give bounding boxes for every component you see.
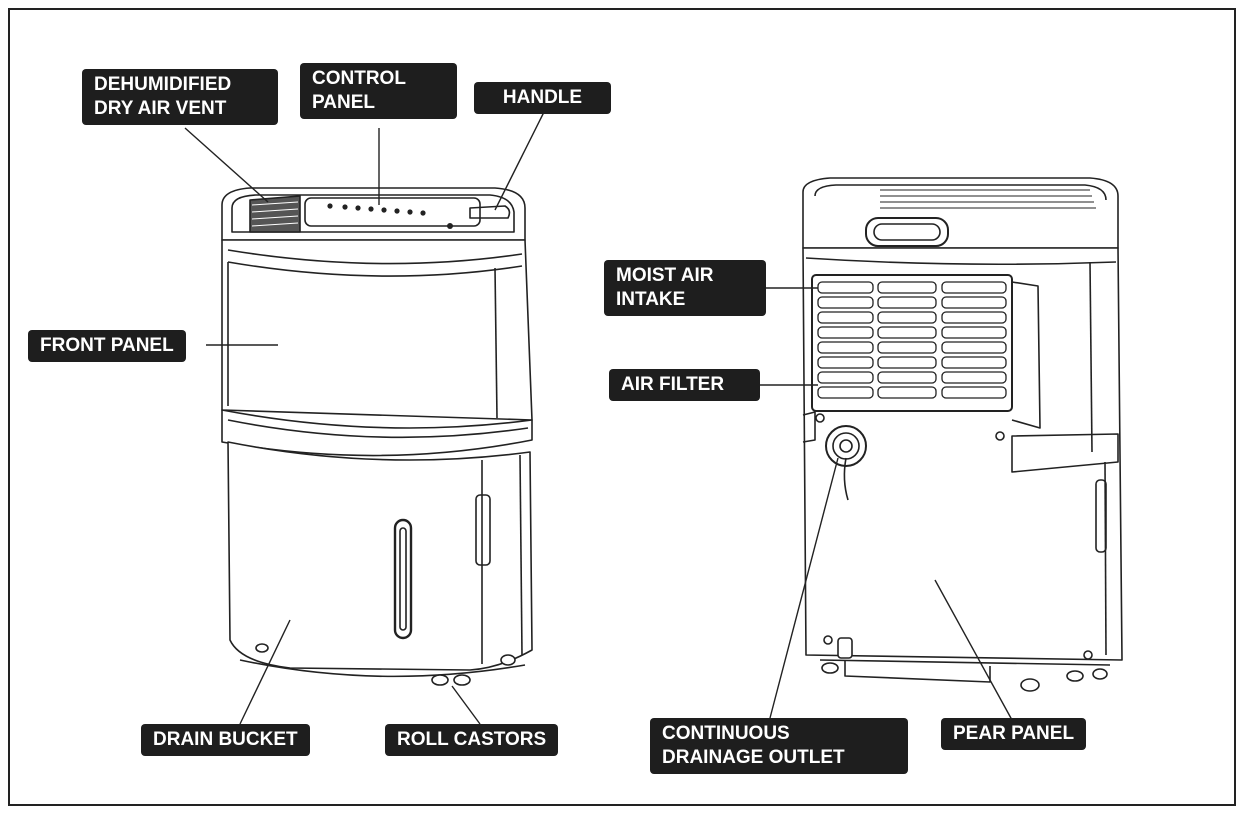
front-unit <box>221 187 533 686</box>
label-dry-air-vent: DEHUMIDIFIED DRY AIR VENT <box>82 69 278 125</box>
label-moist-air-intake: MOIST AIR INTAKE <box>604 260 766 316</box>
label-handle: HANDLE <box>474 82 611 114</box>
label-control-panel: CONTROL PANEL <box>300 63 457 119</box>
label-air-filter: AIR FILTER <box>609 369 760 401</box>
label-front-panel: FRONT PANEL <box>28 330 186 362</box>
label-continuous-drainage-outlet: CONTINUOUS DRAINAGE OUTLET <box>650 718 908 774</box>
rear-unit <box>802 177 1123 692</box>
label-rear-panel: PEAR PANEL <box>941 718 1087 750</box>
label-drain-bucket: DRAIN BUCKET <box>141 724 310 756</box>
label-roll-castors: ROLL CASTORS <box>385 724 559 756</box>
leader-lines <box>184 109 1013 725</box>
